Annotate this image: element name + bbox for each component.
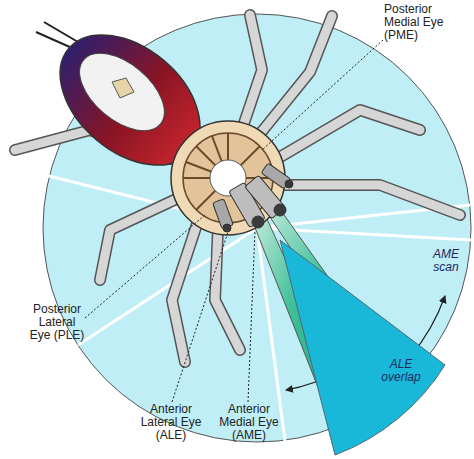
spinneret	[44, 22, 78, 42]
ale-lens	[223, 224, 231, 232]
region-label: ALE overlap	[374, 358, 428, 384]
eye-label: Posterior Lateral Eye (PLE)	[28, 303, 86, 342]
leg-outline	[282, 185, 460, 215]
abdomen-spot	[112, 78, 134, 98]
leg	[172, 215, 200, 362]
leg	[282, 185, 460, 215]
eye-label: Anterior Lateral Eye (ALE)	[140, 403, 202, 442]
ame-lens	[252, 216, 264, 228]
eye-tubes	[213, 163, 293, 232]
leader-line	[248, 230, 255, 402]
leader-line	[172, 232, 228, 402]
visual-field-circle	[43, 14, 471, 442]
leader-line	[85, 215, 205, 318]
leg-outline	[275, 110, 420, 160]
leg-outline	[100, 195, 185, 280]
leg	[275, 110, 420, 160]
ale-lens	[285, 180, 293, 188]
wedge-shape	[280, 240, 445, 455]
leader-line	[262, 40, 383, 150]
spider-legs	[15, 15, 460, 362]
leg-outline	[215, 228, 240, 350]
eye-label: Anterior Medial Eye (AME)	[218, 403, 280, 442]
leg	[240, 15, 262, 135]
leg	[100, 195, 185, 280]
eye-label: AME scan	[426, 248, 466, 274]
ale-tube	[213, 199, 234, 229]
abdomen-pattern	[66, 38, 179, 145]
ame-lens	[274, 204, 286, 216]
leg-outline	[240, 15, 262, 135]
leg	[215, 228, 240, 350]
eye-label: Posterior Medial Eye (PME)	[384, 3, 456, 42]
leg-outline	[172, 215, 200, 362]
